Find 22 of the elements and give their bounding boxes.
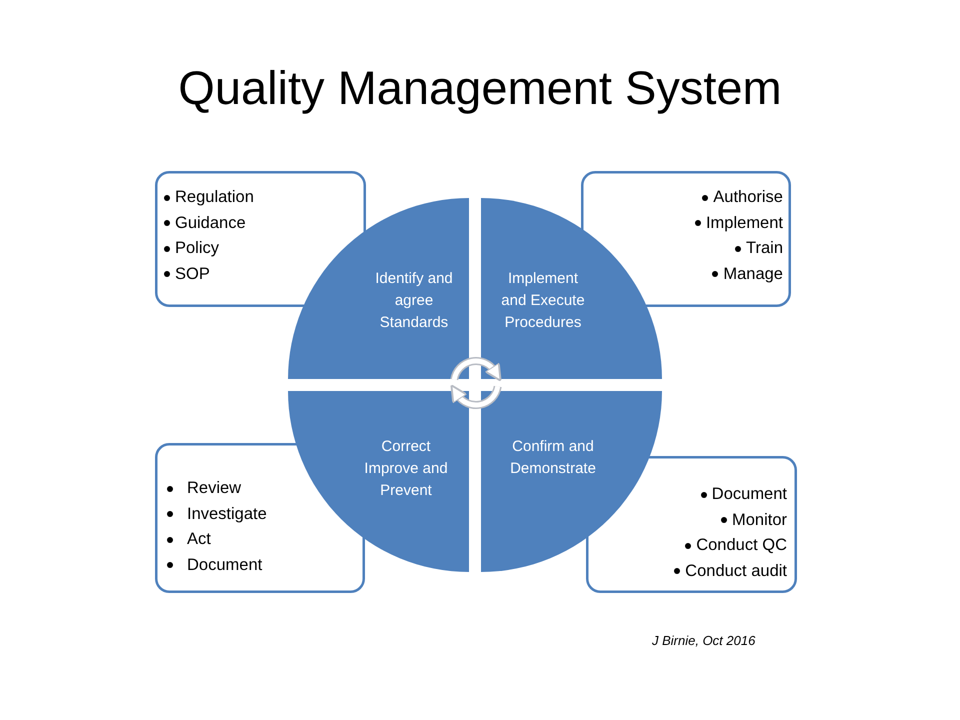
bullet-item: Act: [187, 530, 211, 548]
bullet-item: Document: [187, 556, 262, 574]
bullet-item: Implement: [706, 214, 783, 232]
bullet-item: Manage: [723, 264, 783, 282]
quadrant-label: Confirm and Demonstrate: [509, 437, 597, 479]
quadrant-label: Correct Improve and Prevent: [363, 437, 449, 501]
quadrant-label: Implement and Execute Procedures: [500, 269, 586, 333]
bullet-item: Document: [712, 485, 787, 503]
bullet-item: Conduct QC: [696, 536, 787, 554]
title: Quality Management System: [177, 60, 783, 115]
caption: J Birnie, Oct 2016: [652, 633, 756, 648]
bullet-item: Authorise: [713, 188, 783, 206]
bullet-item: Review: [187, 479, 242, 497]
bullet-item: SOP: [175, 264, 210, 282]
bullet-item: Regulation: [175, 188, 254, 206]
bullet-item: Monitor: [732, 510, 787, 528]
bullet-item: Guidance: [175, 214, 246, 232]
bullet-item: Conduct audit: [685, 562, 787, 580]
bullet-item: Policy: [175, 239, 220, 257]
bullet-item: Train: [746, 239, 783, 257]
bullet-item: Investigate: [187, 504, 267, 522]
quadrant-label: Identify and agree Standards: [374, 269, 454, 333]
